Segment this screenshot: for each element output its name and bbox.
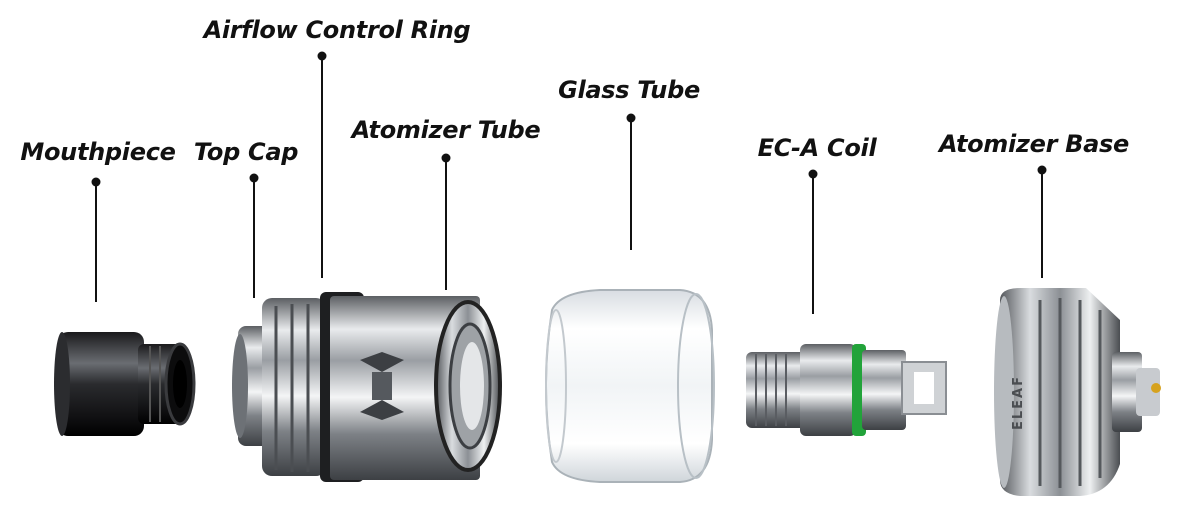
leader-line-airflow-control-ring — [321, 56, 323, 278]
base-engraving: ELEAF — [1011, 375, 1026, 430]
leader-line-glass-tube — [630, 118, 632, 250]
glass-tube-part — [545, 289, 715, 483]
leader-line-ec-a-coil — [812, 174, 814, 314]
label-ec-a-coil: EC-A Coil — [757, 134, 877, 162]
leader-line-top-cap — [253, 178, 255, 298]
mouthpiece-part — [54, 332, 196, 436]
tank-assembly-part — [232, 292, 502, 482]
label-top-cap: Top Cap — [193, 138, 299, 166]
label-atomizer-base: Atomizer Base — [938, 130, 1130, 158]
atomizer-base-part: ELEAF — [994, 288, 1161, 496]
label-glass-tube: Glass Tube — [558, 76, 700, 104]
leader-line-mouthpiece — [95, 182, 97, 302]
label-airflow-control-ring: Airflow Control Ring — [203, 16, 471, 44]
leader-line-atomizer-tube — [445, 158, 447, 290]
label-atomizer-tube: Atomizer Tube — [351, 116, 541, 144]
ec-a-coil-part — [746, 344, 947, 436]
leader-line-atomizer-base — [1041, 170, 1043, 278]
label-mouthpiece: Mouthpiece — [20, 138, 176, 166]
